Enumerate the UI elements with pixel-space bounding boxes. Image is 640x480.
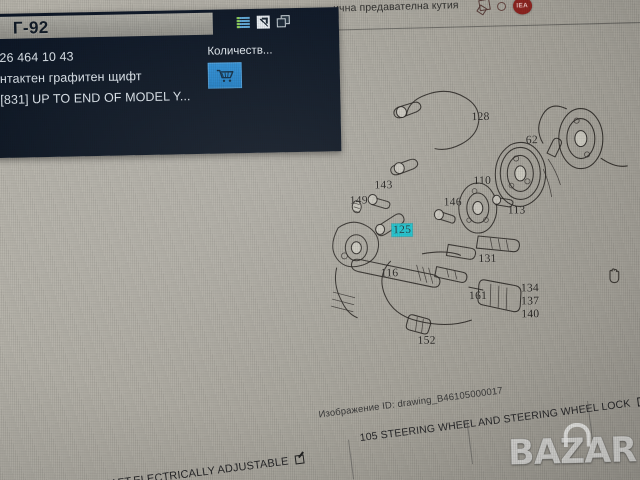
stamp-icon[interactable] [477,0,491,11]
callout-143: 143 [374,179,393,192]
callout-113: 113 [507,204,526,217]
callout-131: 131 [478,252,497,266]
callout-146: 146 [443,196,462,209]
callout-149: 149 [349,194,368,207]
quantity-label: Количеств... [207,44,273,58]
callout-134: 134 [520,282,540,295]
shopping-cart-icon [216,69,233,82]
breadcrumb-left-label: UBE AND STEERING SHAFT,ELECTRICALLY ADJU… [0,455,289,480]
popup-title: Г-92 [12,17,49,38]
callout-110: 110 [473,174,492,188]
breadcrumb-left[interactable]: UBE AND STEERING SHAFT,ELECTRICALLY ADJU… [0,453,309,480]
part-info-popup: Г-92 26 464 10 43 нтактен графитен щифт … [0,7,342,159]
callout-137: 137 [521,295,540,308]
quantity-block: Количеств... [207,44,312,89]
list-icon[interactable] [236,16,250,29]
ikea-badge[interactable]: IEA [512,0,532,15]
app-header-title: ...ична предавателна кутия [323,0,459,15]
bazar-bag-shape [563,422,591,448]
add-to-cart-button[interactable] [207,62,243,89]
app-header-icons: IEA [477,0,532,15]
hand-cursor [609,268,620,284]
callout-161: 161 [468,289,488,303]
copy-icon[interactable] [276,15,291,28]
bazar-watermark: BAZAR [507,422,637,474]
popup-title-icons [236,15,291,29]
callout-116: 116 [380,267,399,280]
callout-140: 140 [521,308,540,321]
edit-pencil-icon[interactable] [295,454,306,465]
expand-icon[interactable] [256,15,270,29]
gear-icon[interactable] [496,1,506,11]
callout-128: 128 [471,110,490,124]
callout-152: 152 [417,334,436,347]
caption-divider-1 [347,439,355,480]
callout-62: 62 [525,134,539,147]
popup-body: 26 464 10 43 нтактен графитен щифт [831]… [0,37,340,112]
parts-diagram[interactable]: 128 62 110 113 143 149 146 125 131 116 1… [328,76,632,370]
callout-125-highlighted[interactable]: 125 [392,223,413,237]
